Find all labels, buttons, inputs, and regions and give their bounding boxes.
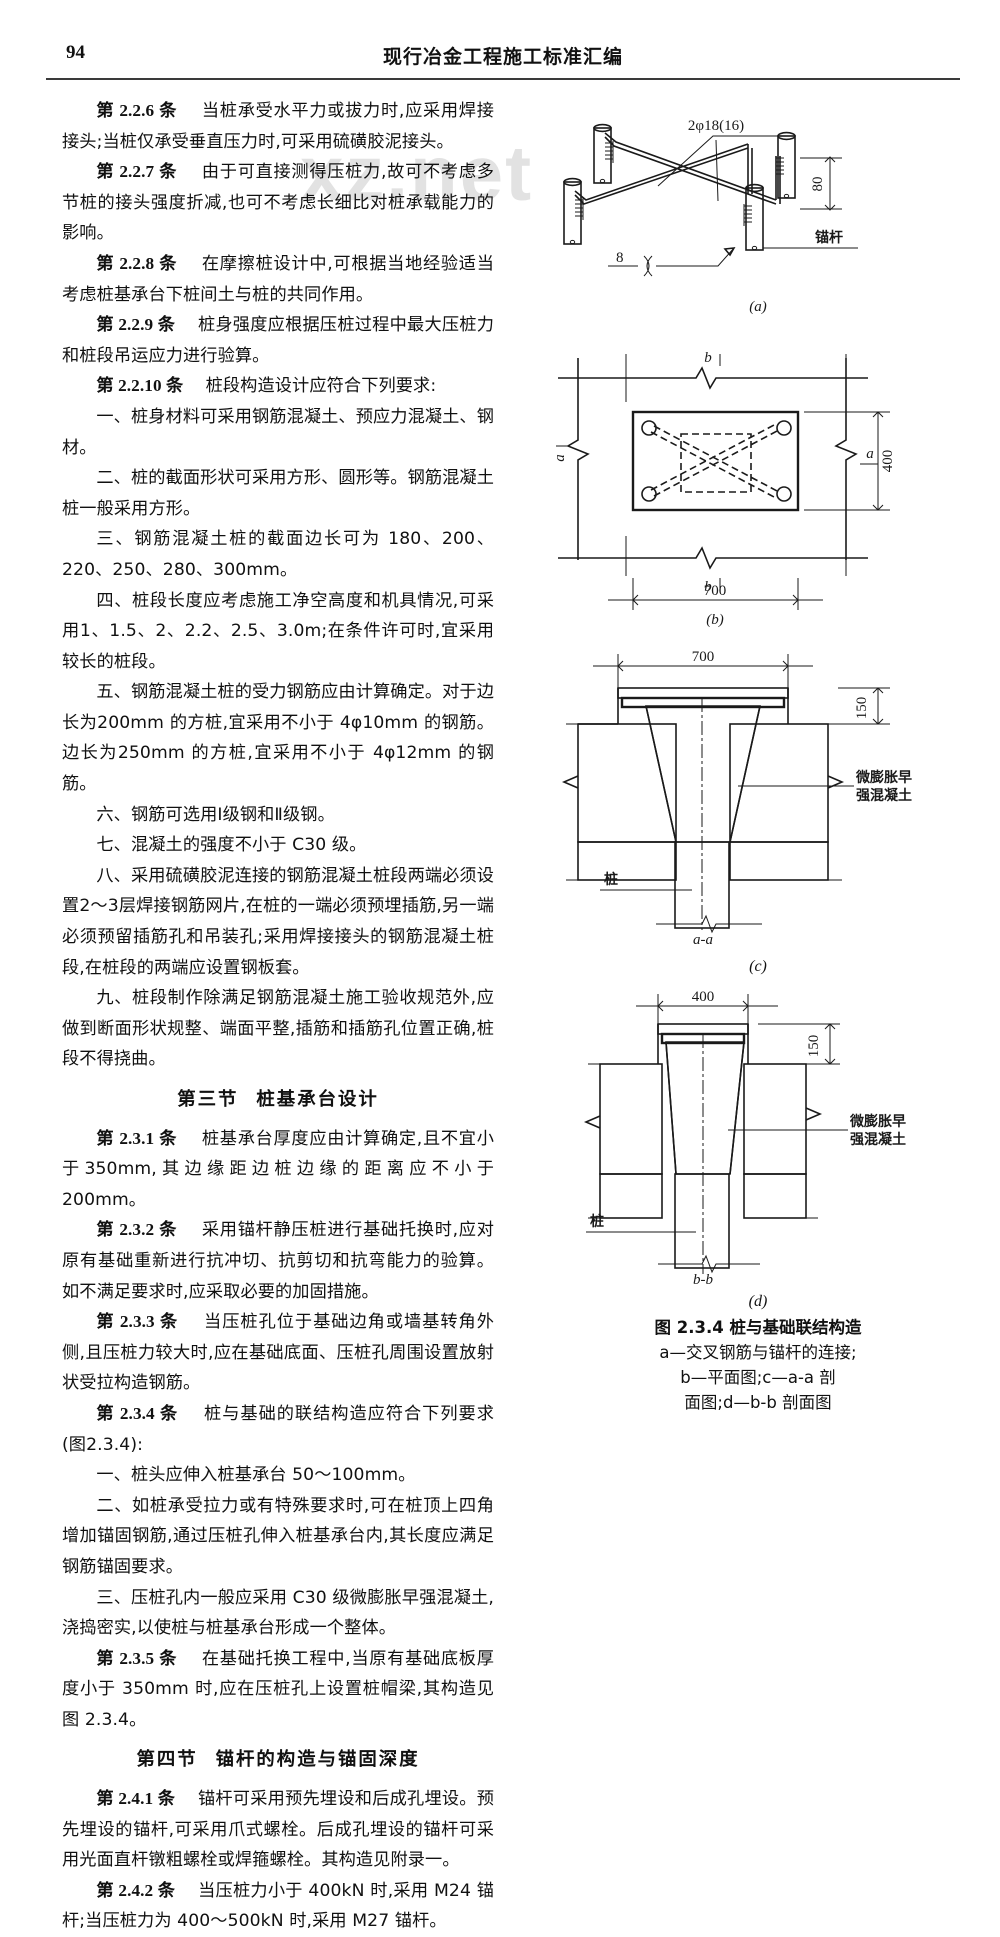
section-4-title: 锚杆的构造与锚固深度 [215,1749,420,1771]
list-item-4: 四、桩段长度应考虑施工净空高度和机具情况,可采用1、1.5、2、2.2、2.5、… [62,590,494,672]
fig-b-sublabel: (b) [706,612,724,628]
book-title: 现行冶金工程施工标准汇编 [382,46,623,68]
figure-a: 2φ18(16) 80 锚杆 8 (a) [548,96,968,346]
clause-2-2-8: 第 2.2.8 条 在摩擦桩设计中,可根据当地经验适当考虑桩基承台下桩间土与桩的… [62,249,494,310]
clause-label: 第 2.3.4 条 [96,1403,179,1423]
fig-c-pile-label: 桩 [604,871,618,888]
figure-b: b b a a [548,346,968,636]
clause-2-3-5: 第 2.3.5 条 在基础托换工程中,当原有基础底板厚度小于 350mm 时,应… [62,1644,494,1736]
clause-text: 桩与基础的联结构造应符合下列要求(图2.3.4): [62,1403,494,1455]
list-item-8: 八、采用硫磺胶泥连接的钢筋混凝土桩段两端必须设置2～3层焊接钢筋网片,在桩的一端… [62,865,495,978]
body-text-column: 第 2.2.6 条 当桩承受水平力或拔力时,应采用焊接接头;当桩仅承受垂直压力时… [62,96,494,1937]
clause-label: 第 2.4.2 条 [96,1880,176,1900]
fig-d-dim-400: 400 [692,989,715,1005]
figure-caption-line1: 图 2.3.4 桩与基础联结构造 [654,1318,862,1337]
list-item-2: 二、桩的截面形状可采用方形、圆形等。钢筋混凝土桩一般采用方形。 [62,468,495,519]
fig-b-section-b-bottom: b [704,579,712,595]
figure-caption-line2: a—交叉钢筋与锚杆的连接; [659,1343,857,1362]
list-item-2-3-4-3: 三、压桩孔内一般应采用 C30 级微膨胀早强混凝土,浇捣密实,以使桩与桩基承台形… [62,1587,494,1639]
clause-label: 第 2.2.9 条 [96,315,176,335]
figure-caption-line4: 面图;d—b-b 剖面图 [684,1393,832,1412]
section-heading-3: 第三节桩基承台设计 [62,1085,494,1116]
fig-a-weld-size: 8 [616,250,624,266]
fig-d-dim-150: 150 [806,1035,822,1058]
clause-2-3-4: 第 2.3.4 条 桩与基础的联结构造应符合下列要求(图2.3.4): [62,1399,494,1460]
page-header: 94 现行冶金工程施工标准汇编 [46,42,960,76]
clause-label: 第 2.2.7 条 [96,162,178,182]
list-item-1: 一、桩身材料可采用钢筋混凝土、预应力混凝土、钢材。 [62,406,495,458]
figure-column: 2φ18(16) 80 锚杆 8 (a) [548,96,968,1415]
clause-text: 桩基承台厚度应由计算确定,且不宜小于350mm,其边缘距边桩边缘的距离应不小于 … [62,1128,494,1210]
fig-c-concrete-label-line1: 微膨胀早 [855,769,912,786]
list-item-7: 七、混凝土的强度不小于 C30 级。 [96,835,367,856]
clause-label: 第 2.4.1 条 [96,1789,176,1809]
clause-label: 第 2.2.6 条 [96,101,178,120]
clause-text: 在摩擦桩设计中,可根据当地经验适当考虑桩基承台下桩间土与桩的共同作用。 [62,253,494,305]
clause-label: 第 2.3.1 条 [96,1128,178,1148]
fig-a-anchor-label: 锚杆 [815,229,843,246]
section-3-prefix: 第三节 [177,1089,239,1110]
fig-d-pile-label: 桩 [590,1213,604,1230]
fig-c-dim-150: 150 [854,697,870,720]
clause-text: 当桩承受水平力或拔力时,应采用焊接接头;当桩仅承受垂直压力时,可采用硫磺胶泥接头… [62,101,494,152]
fig-c-section-name: a-a [693,932,713,948]
page-number: 94 [66,42,85,63]
list-item-9: 九、桩段制作除满足钢筋混凝土施工验收规范外,应做到断面形状规整、端面平整,插筋和… [62,988,494,1070]
fig-b-section-a-left: a [552,454,568,462]
figure-d: 400 [548,976,968,1311]
fig-d-sublabel: (d) [748,1293,768,1310]
fig-b-dim-400: 400 [880,450,896,473]
clause-label: 第 2.2.10 条 [96,376,184,396]
fig-a-rebar-label: 2φ18(16) [688,118,744,134]
clause-text: 桩身强度应根据压桩过程中最大压桩力和桩段吊运应力进行验算。 [62,315,494,366]
clause-text: 当压桩孔位于基础边角或墙基转角外侧,且压桩力较大时,应在基础底面、压桩孔周围设置… [62,1312,494,1394]
clause-2-4-2: 第 2.4.2 条 当压桩力小于 400kN 时,采用 M24 锚杆;当压桩力为… [62,1876,494,1937]
clause-label: 第 2.3.3 条 [96,1312,179,1332]
clause-label: 第 2.3.5 条 [96,1648,178,1668]
fig-b-section-b-top: b [704,350,712,366]
fig-b-dim-700: 700 [704,583,727,599]
clause-2-2-9: 第 2.2.9 条 桩身强度应根据压桩过程中最大压桩力和桩段吊运应力进行验算。 [62,310,494,371]
fig-a-sublabel: (a) [749,299,767,315]
fig-d-section-name: b-b [693,1272,713,1288]
list-item-6: 六、钢筋可选用Ⅰ级钢和Ⅱ级钢。 [96,804,335,825]
header-rule [46,78,960,80]
list-item-2-3-4-2: 二、如桩承受拉力或有特殊要求时,可在桩顶上四角增加锚固钢筋,通过压桩孔伸入桩基承… [62,1495,494,1577]
fig-d-concrete-label-line2: 强混凝土 [850,1131,906,1148]
list-item-5: 五、钢筋混凝土桩的受力钢筋应由计算确定。对于边长为200mm 的方桩,宜采用不小… [62,682,495,795]
clause-text: 桩段构造设计应符合下列要求: [205,376,437,397]
section-3-title: 桩基承台设计 [256,1089,379,1110]
fig-b-section-a-right: a [866,446,874,462]
fig-c-dim-700: 700 [692,649,715,665]
clause-text: 由于可直接测得压桩力,故可不考虑多节桩的接头强度折减,也可不考虑长细比对桩承载能… [62,162,494,244]
figure-c: 700 [548,636,968,976]
fig-c-concrete-label-line2: 强混凝土 [856,787,912,804]
clause-label: 第 2.3.2 条 [96,1220,178,1240]
document-page: xz.net 94 现行冶金工程施工标准汇编 第 2.2.6 条 当桩承受水平力… [46,42,968,1931]
list-item-2-3-4-1: 一、桩头应伸入桩基承台 50～100mm。 [96,1465,416,1486]
fig-a-dim-80: 80 [810,177,826,192]
fig-c-sublabel: (c) [749,958,767,975]
clause-2-3-3: 第 2.3.3 条 当压桩孔位于基础边角或墙基转角外侧,且压桩力较大时,应在基础… [62,1307,494,1399]
clause-2-3-2: 第 2.3.2 条 采用锚杆静压桩进行基础托换时,应对原有基础重新进行抗冲切、抗… [62,1215,494,1307]
figure-caption-block: 图 2.3.4 桩与基础联结构造 a—交叉钢筋与锚杆的连接; b—平面图;c—a… [548,1315,968,1415]
list-item-3: 三、钢筋混凝土桩的截面边长可为 180、200、220、250、280、300m… [62,529,494,580]
clause-label: 第 2.2.8 条 [96,253,178,273]
clause-2-2-10: 第 2.2.10 条 桩段构造设计应符合下列要求: [62,371,494,402]
clause-text: 采用锚杆静压桩进行基础托换时,应对原有基础重新进行抗冲切、抗剪切和抗弯能力的验算… [62,1220,494,1302]
clause-2-2-7: 第 2.2.7 条 由于可直接测得压桩力,故可不考虑多节桩的接头强度折减,也可不… [62,157,494,249]
fig-d-concrete-label-line1: 微膨胀早 [849,1113,906,1130]
figure-caption-line3: b—平面图;c—a-a 剖 [680,1368,836,1387]
section-4-prefix: 第四节 [136,1749,198,1771]
clause-2-3-1: 第 2.3.1 条 桩基承台厚度应由计算确定,且不宜小于350mm,其边缘距边桩… [62,1124,494,1216]
section-heading-4: 第四节锚杆的构造与锚固深度 [62,1745,494,1776]
clause-2-2-6: 第 2.2.6 条 当桩承受水平力或拔力时,应采用焊接接头;当桩仅承受垂直压力时… [62,96,494,157]
clause-2-4-1: 第 2.4.1 条 锚杆可采用预先埋设和后成孔埋设。预先埋设的锚杆,可采用爪式螺… [62,1784,494,1876]
